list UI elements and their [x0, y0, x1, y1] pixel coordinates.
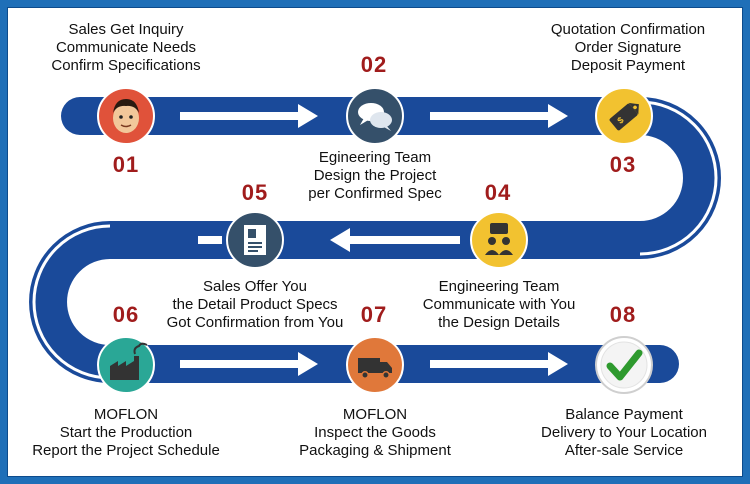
step-06-line-2: Start the Production — [59, 424, 193, 441]
step-03-line-3: Deposit Payment — [570, 57, 686, 74]
meeting-icon — [470, 211, 528, 269]
step-03-text: Quotation Confirmation Order Signature D… — [528, 21, 728, 75]
step-06-number: 06 — [112, 302, 140, 327]
step-05-line-2: the Detail Product Specs — [172, 296, 338, 313]
step-08-line-2: Delivery to Your Location — [541, 424, 707, 441]
step-04-line-1: Engineering Team — [438, 278, 560, 295]
step-01-line-2: Communicate Needs — [55, 39, 197, 56]
step-01-line-3: Confirm Specifications — [51, 57, 201, 74]
arrow-row1-b — [430, 104, 568, 128]
step-08-line-1: Balance Payment — [565, 406, 683, 423]
step-02-line-2: Design the Project — [313, 167, 437, 184]
step-08-number: 08 — [609, 302, 637, 327]
step-05-line-3: Got Confirmation from You — [166, 314, 344, 331]
step-03-number: 03 — [609, 152, 637, 177]
arrow-row3-a — [180, 352, 318, 376]
step-04-text: Engineering Team Communicate with You th… — [399, 278, 599, 332]
arrow-row2-b — [198, 236, 222, 244]
arrow-row3-b — [430, 352, 568, 376]
svg-text:$: $ — [615, 115, 625, 126]
track-rail-right — [639, 100, 718, 256]
step-07-line-3: Packaging & Shipment — [299, 442, 451, 459]
person-icon — [97, 87, 155, 145]
step-08-text: Balance Payment Delivery to Your Locatio… — [524, 406, 724, 460]
delivery-truck-icon — [346, 336, 404, 394]
step-04-line-2: Communicate with You — [422, 296, 576, 313]
factory-icon — [97, 336, 155, 394]
document-icon — [226, 211, 284, 269]
step-07-number: 07 — [360, 302, 388, 327]
step-02-number: 02 — [360, 52, 388, 77]
step-05-line-1: Sales Offer You — [203, 278, 307, 295]
arrow-row2-a — [330, 228, 460, 252]
arrow-row1-a — [180, 104, 318, 128]
step-02-text: Egineering Team Design the Project per C… — [275, 149, 475, 203]
step-07-line-2: Inspect the Goods — [314, 424, 436, 441]
speech-bubbles-icon — [346, 87, 404, 145]
step-02-line-3: per Confirmed Spec — [308, 185, 442, 202]
step-01-number: 01 — [112, 152, 140, 177]
step-08-line-3: After-sale Service — [564, 442, 684, 459]
checkmark-icon — [595, 336, 653, 394]
step-06-line-1: MOFLON — [93, 406, 159, 423]
track-rail-left — [32, 224, 111, 380]
step-06-line-3: Report the Project Schedule — [32, 442, 220, 459]
step-05-text: Sales Offer You the Detail Product Specs… — [155, 278, 355, 332]
step-03-line-2: Order Signature — [574, 39, 682, 56]
step-01-line-1: Sales Get Inquiry — [68, 21, 184, 38]
step-01-text: Sales Get Inquiry Communicate Needs Conf… — [26, 21, 226, 75]
step-04-number: 04 — [484, 180, 512, 205]
step-05-number: 05 — [241, 180, 269, 205]
step-06-text: MOFLON Start the Production Report the P… — [26, 406, 226, 460]
step-04-line-3: the Design Details — [438, 314, 560, 331]
step-07-text: MOFLON Inspect the Goods Packaging & Shi… — [275, 406, 475, 460]
step-07-line-1: MOFLON — [342, 406, 408, 423]
price-tag-icon: $ — [595, 87, 653, 145]
step-03-line-1: Quotation Confirmation — [550, 21, 706, 38]
step-02-line-1: Egineering Team — [318, 149, 432, 166]
